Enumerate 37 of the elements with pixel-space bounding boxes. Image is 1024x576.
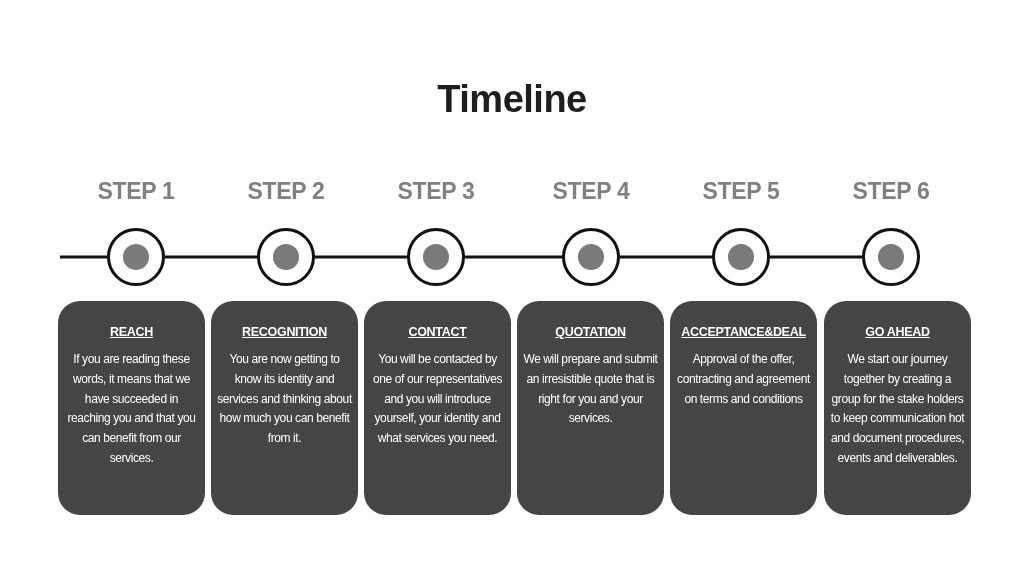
card-description: If you are reading these words, it means that we have succeeded in reaching you and that you can benefit from our services. — [66, 351, 197, 467]
card-description: We will prepare and submit an irresistible quote that is right for you and your services. — [523, 351, 658, 428]
title: Timeline — [437, 78, 587, 121]
card-description: Approval of the offer, contracting and agreement on terms and conditions — [676, 351, 811, 408]
step-label: STEP 4 — [551, 178, 631, 205]
step-label: STEP 5 — [701, 178, 781, 205]
card-heading: ACCEPTANCE&DEAL — [681, 325, 806, 339]
step-card — [517, 301, 664, 515]
connector-line — [620, 255, 712, 259]
card-description: You will be contacted by one of our representatives and you will introduce yourself, your identity and what services you need. — [372, 351, 503, 448]
step-label: STEP 6 — [851, 178, 931, 205]
card-description: We start our journey together by creating a group for the stake holders to keep communication hot and document procedures, events and deliverables. — [830, 351, 965, 467]
timeline-circle — [712, 228, 770, 286]
step-card — [58, 301, 205, 515]
step-label: STEP 3 — [396, 178, 476, 205]
connector-line — [465, 255, 562, 259]
card-heading: GO AHEAD — [865, 325, 930, 339]
timeline-circle — [407, 228, 465, 286]
timeline-circle — [562, 228, 620, 286]
card-description: You are now getting to know its identity and services and thinking about how much you can benefit from it. — [217, 351, 352, 448]
step-card — [824, 301, 971, 515]
card-heading: CONTACT — [408, 325, 467, 339]
card-heading: QUOTATION — [555, 325, 626, 339]
timeline-circle — [257, 228, 315, 286]
step-label: STEP 2 — [246, 178, 326, 205]
connector-line — [770, 255, 862, 259]
step-card — [364, 301, 511, 515]
step-card — [211, 301, 358, 515]
connector-line — [60, 255, 107, 259]
card-heading: REACH — [110, 325, 153, 339]
step-card — [670, 301, 817, 515]
step-label: STEP 1 — [96, 178, 176, 205]
timeline-circle — [107, 228, 165, 286]
timeline-circle — [862, 228, 920, 286]
connector-line — [165, 255, 257, 259]
connector-line — [315, 255, 407, 259]
card-heading: RECOGNITION — [242, 325, 327, 339]
